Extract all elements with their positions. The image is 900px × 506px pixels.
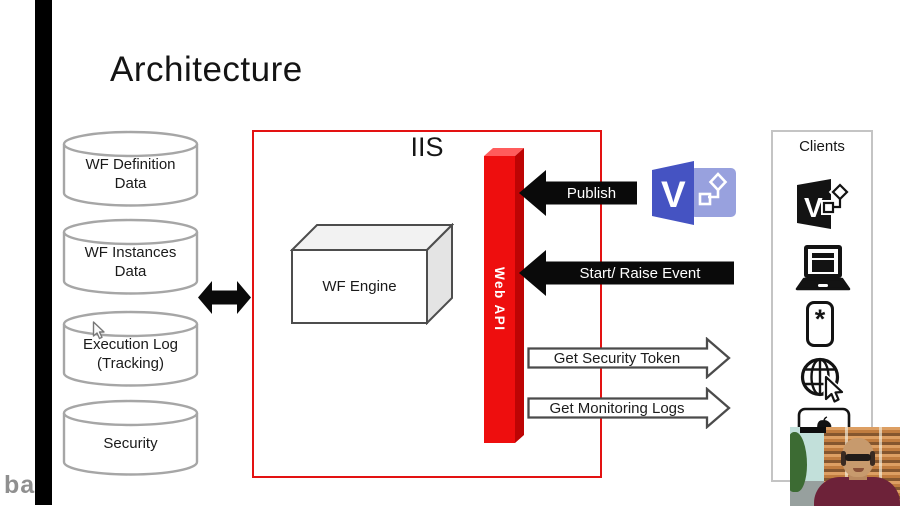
webcam-person-hair [841,451,846,466]
get-monitoring-logs-arrow: Get Monitoring Logs [527,387,732,429]
iis-label: IIS [410,132,444,162]
database-label: Execution Log (Tracking) [82,336,179,372]
webcam-dark-strip [800,427,826,433]
database-label: WF Definition Data [85,156,176,192]
webcam-person-glasses [845,454,871,461]
asterisk-glyph: * [814,304,826,334]
right-outline-arrow-icon [527,337,731,379]
visio-icon: V [797,179,849,229]
clients-title: Clients [799,138,845,155]
webcam-person-hair [870,451,875,466]
visio-logo-icon: V [652,161,736,225]
webcam-window-frame [879,427,882,506]
webcam-video [790,427,900,506]
publish-label: Publish [566,184,617,202]
webcam-person-mouth [853,468,864,472]
get-monitoring-logs-label: Get Monitoring Logs [549,399,685,417]
cylinder-shape-icon [62,310,199,387]
publish-arrow: Publish [519,170,639,216]
watermark-text: ba [4,471,36,499]
web-api-label: Web API [492,267,507,332]
web-globe-cursor-icon [800,357,845,404]
database-wf-instances: WF Instances Data [62,218,199,296]
iis-boundary-box [252,130,602,478]
start-raise-event-arrow: Start/ Raise Event [519,250,736,296]
left-arrow-icon [519,250,734,296]
web-api-bar-icon [484,148,524,443]
right-outline-arrow-icon [527,387,731,429]
wf-engine-box-icon [290,223,454,325]
database-execution-log: Execution Log (Tracking) [62,310,199,388]
webcam-plant [790,432,807,492]
svg-text:V: V [661,174,686,215]
page-title: Architecture [110,50,303,89]
start-raise-event-label: Start/ Raise Event [579,264,701,282]
wf-engine-label: WF Engine [322,278,397,295]
mouse-cursor-icon [92,321,105,340]
database-label: Security [103,434,158,452]
double-arrow-icon [198,281,251,314]
get-security-token-label: Get Security Token [553,349,681,367]
database-security: Security [62,399,199,477]
cylinder-shape-icon [62,218,199,295]
mobile-app-asterisk-icon: * [806,301,834,347]
laptop-icon [795,245,851,291]
webcam-person-torso [814,477,900,506]
database-wf-definition: WF Definition Data [62,130,199,208]
database-label: WF Instances Data [84,244,177,280]
left-black-bar [35,0,52,505]
svg-text:V: V [804,192,823,223]
get-security-token-arrow: Get Security Token [527,337,732,379]
cylinder-shape-icon [62,130,199,207]
cylinder-shape-icon [62,399,199,476]
left-arrow-icon [519,170,637,216]
